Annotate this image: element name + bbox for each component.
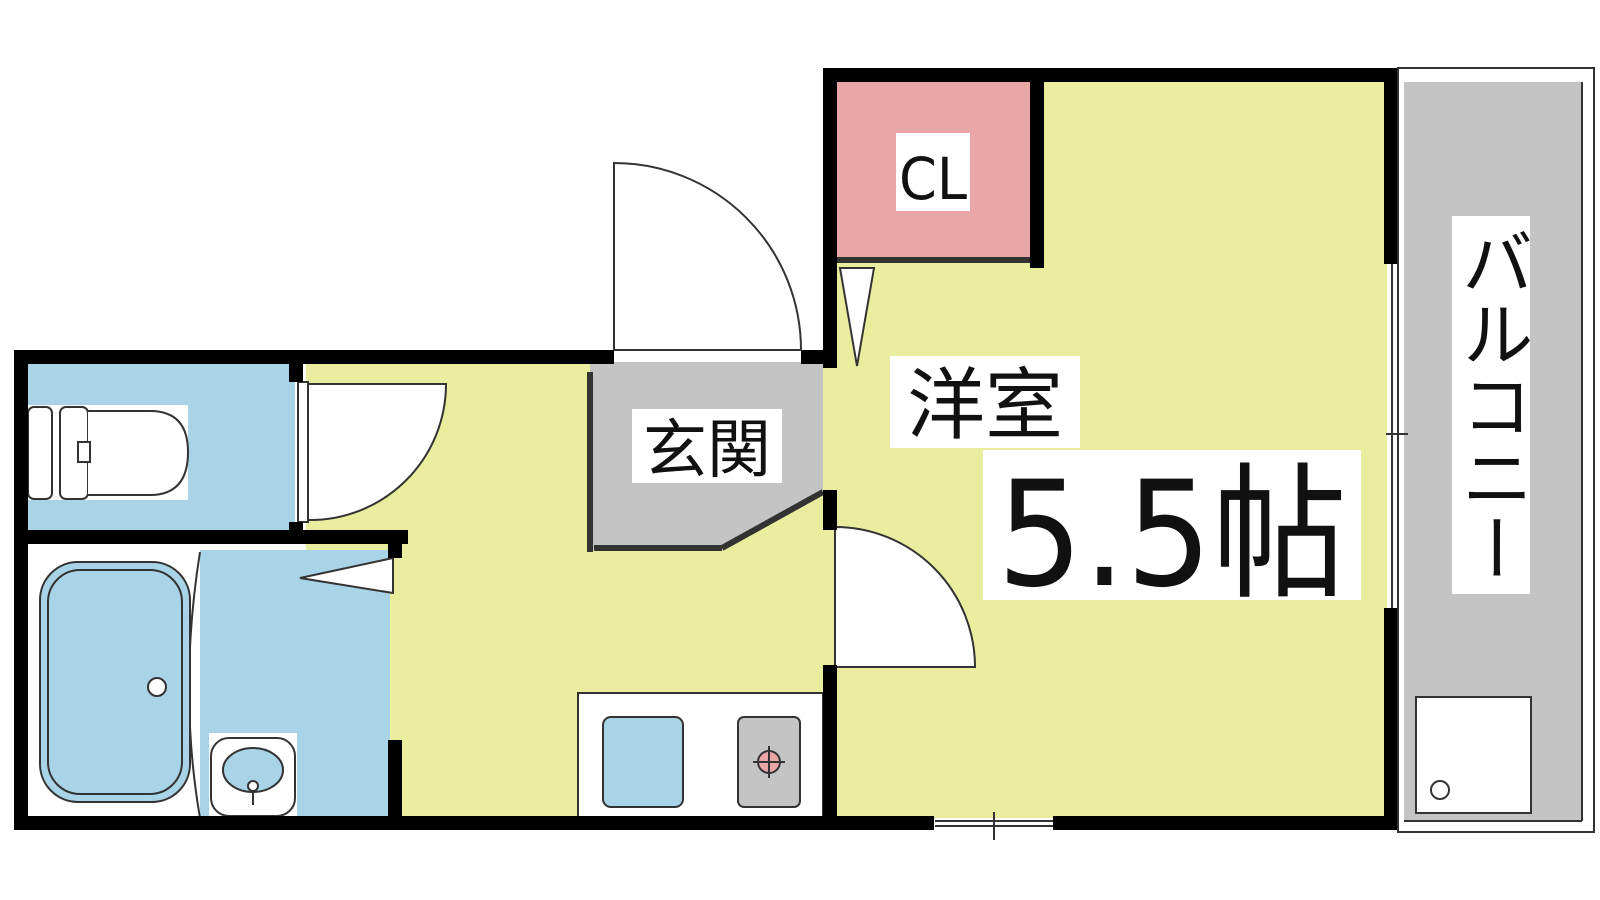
front-door <box>613 161 803 351</box>
entrance-label: 玄関 <box>643 414 771 488</box>
closet-door <box>838 267 876 367</box>
bathtub <box>30 551 201 819</box>
room-door <box>834 525 977 668</box>
balcony-label: バルコニー <box>1449 226 1533 584</box>
toilet-door <box>307 383 448 522</box>
kitchen-counter <box>577 692 824 821</box>
washroom-door <box>299 556 394 595</box>
labels: CL 洋室 5.5帖 玄関 バルコニー <box>632 133 1533 620</box>
washer-space <box>1415 696 1532 814</box>
western-room-label: 洋室 <box>907 361 1063 451</box>
closet-label: CL <box>899 145 967 213</box>
balcony-outline <box>1397 67 1595 833</box>
toilet-fixture <box>27 405 190 500</box>
doors <box>297 161 1408 840</box>
wash-basin <box>209 733 297 821</box>
western-room-size: 5.5帖 <box>997 450 1347 620</box>
walls <box>14 68 1398 830</box>
